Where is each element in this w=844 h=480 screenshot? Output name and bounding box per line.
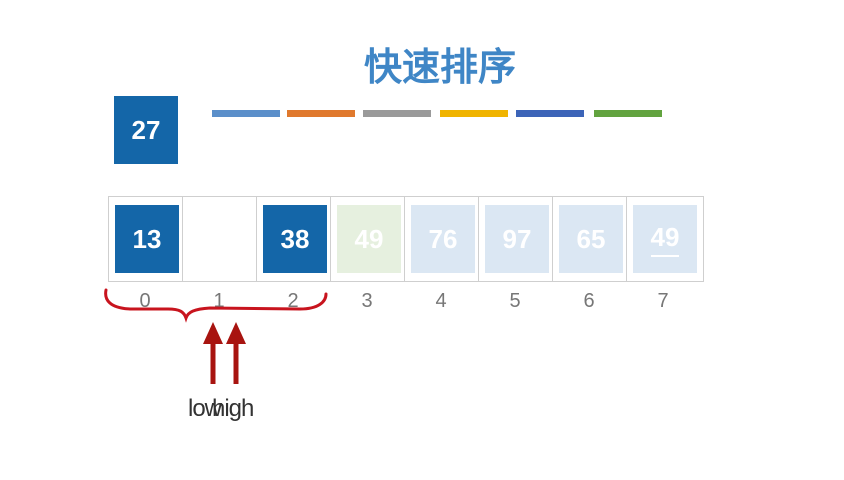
legend-color-bar [440, 110, 508, 117]
low-pointer-label: low [188, 395, 222, 422]
array-value-box: 38 [263, 205, 327, 273]
array-value-box: 49 [633, 205, 697, 273]
index-label-3: 3 [361, 290, 373, 312]
array-value-box: 13 [115, 205, 179, 273]
array-cell-7: 49 [627, 197, 701, 281]
index-label-1: 1 [213, 290, 225, 312]
array-cell-6: 65 [553, 197, 627, 281]
legend-color-bar [212, 110, 280, 117]
red-brace-annotation [104, 288, 328, 323]
array-cell-4: 76 [405, 197, 479, 281]
legend-color-bar [363, 110, 431, 117]
legend-color-bar [287, 110, 355, 117]
low-arrow-icon [203, 322, 223, 384]
array-value-box: 49 [337, 205, 401, 273]
index-label-7: 7 [657, 290, 669, 312]
high-pointer-label: high [212, 395, 254, 422]
high-arrow-icon [226, 322, 246, 384]
array-value-7: 49 [650, 222, 680, 257]
array-value-0: 13 [132, 223, 162, 254]
legend-color-bar [516, 110, 584, 117]
array-value-4: 76 [428, 223, 458, 254]
page-title: 快速排序 [363, 45, 516, 89]
array-value-6: 65 [576, 223, 606, 254]
pivot-value: 27 [131, 114, 161, 145]
array-value-5: 97 [502, 223, 532, 254]
array-cell-5: 97 [479, 197, 553, 281]
array-value-box: 97 [485, 205, 549, 273]
index-label-2: 2 [287, 290, 299, 312]
index-label-0: 0 [139, 290, 151, 312]
index-label-5: 5 [509, 290, 521, 312]
pivot-box: 27 [114, 96, 178, 164]
array-cell-3: 49 [331, 197, 405, 281]
array-cell-2: 38 [257, 197, 331, 281]
array-value-box: 76 [411, 205, 475, 273]
array-value-2: 38 [280, 223, 310, 254]
array-value-3: 49 [354, 223, 384, 254]
index-label-4: 4 [435, 290, 447, 312]
legend-color-bar [594, 110, 662, 117]
index-label-6: 6 [583, 290, 595, 312]
array-container: 13 38 49 76 97 65 49 [108, 196, 704, 282]
array-cell-1 [183, 197, 257, 281]
array-value-box: 65 [559, 205, 623, 273]
array-cell-0: 13 [109, 197, 183, 281]
